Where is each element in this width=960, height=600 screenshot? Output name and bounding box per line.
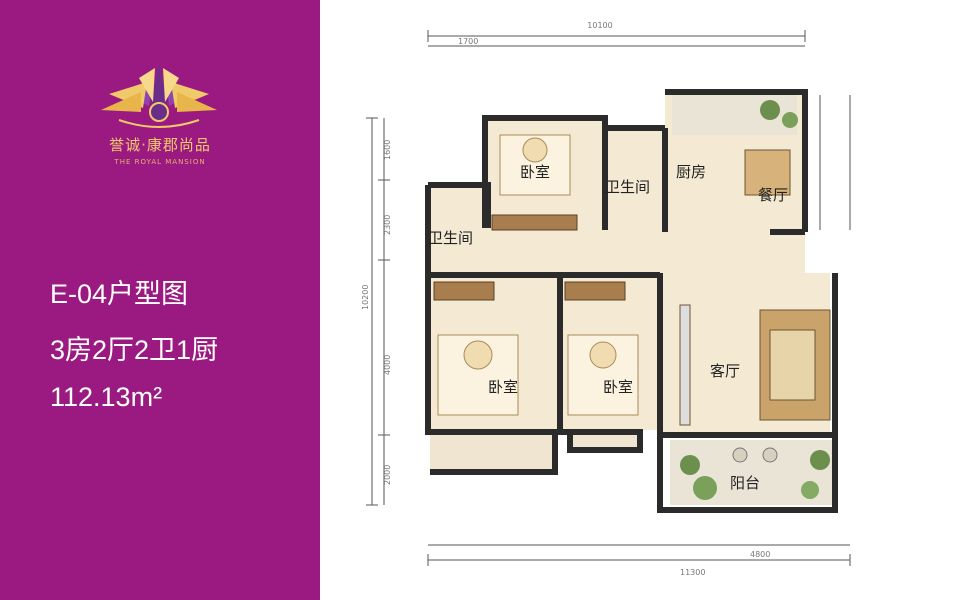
dim-left-total: 10200 <box>361 285 370 310</box>
dim-left-1: 1600 <box>383 140 392 160</box>
label-bathroom-left: 卫生间 <box>428 229 473 247</box>
dim-top-segment: 1700 <box>458 37 478 46</box>
dim-top-total: 10100 <box>587 21 612 30</box>
label-kitchen: 厨房 <box>676 163 706 181</box>
wardrobes <box>433 214 626 301</box>
dim-left-2: 2300 <box>383 215 392 235</box>
dim-bottom-total: 11300 <box>680 568 705 577</box>
label-bedroom-top: 卧室 <box>520 163 550 181</box>
layout-spec: 3房2厅2卫1厨 <box>50 335 219 365</box>
label-bedroom-mid: 卧室 <box>603 378 633 396</box>
label-dining: 餐厅 <box>758 186 788 204</box>
balcony-area <box>670 440 835 505</box>
brand-name: 誉诚·康郡尚品 <box>109 136 211 154</box>
dim-left-4: 2000 <box>383 465 392 485</box>
label-balcony: 阳台 <box>730 474 760 492</box>
layout-title: E-04户型图 <box>50 279 189 309</box>
brand-logo-icon <box>101 64 217 128</box>
beds <box>437 134 639 416</box>
living-furniture <box>679 304 831 426</box>
dim-left-3: 4000 <box>383 355 392 375</box>
kitchen-garden <box>672 95 798 135</box>
floor-plan: 10100 1700 4800 11300 10200 1600 2300 40… <box>361 21 851 577</box>
label-living: 客厅 <box>710 362 740 380</box>
brand-panel: 誉诚·康郡尚品 THE ROYAL MANSION E-04户型图 3房2厅2卫… <box>0 0 320 600</box>
label-bathroom-top: 卫生间 <box>605 178 650 196</box>
label-bedroom-left: 卧室 <box>488 378 518 396</box>
layout-area: 112.13m² <box>50 382 163 412</box>
dim-bottom-segment: 4800 <box>750 550 770 559</box>
brand-tagline: THE ROYAL MANSION <box>114 158 206 166</box>
walls <box>425 89 838 513</box>
dimension-lines <box>366 30 851 566</box>
dining-table <box>744 149 791 196</box>
